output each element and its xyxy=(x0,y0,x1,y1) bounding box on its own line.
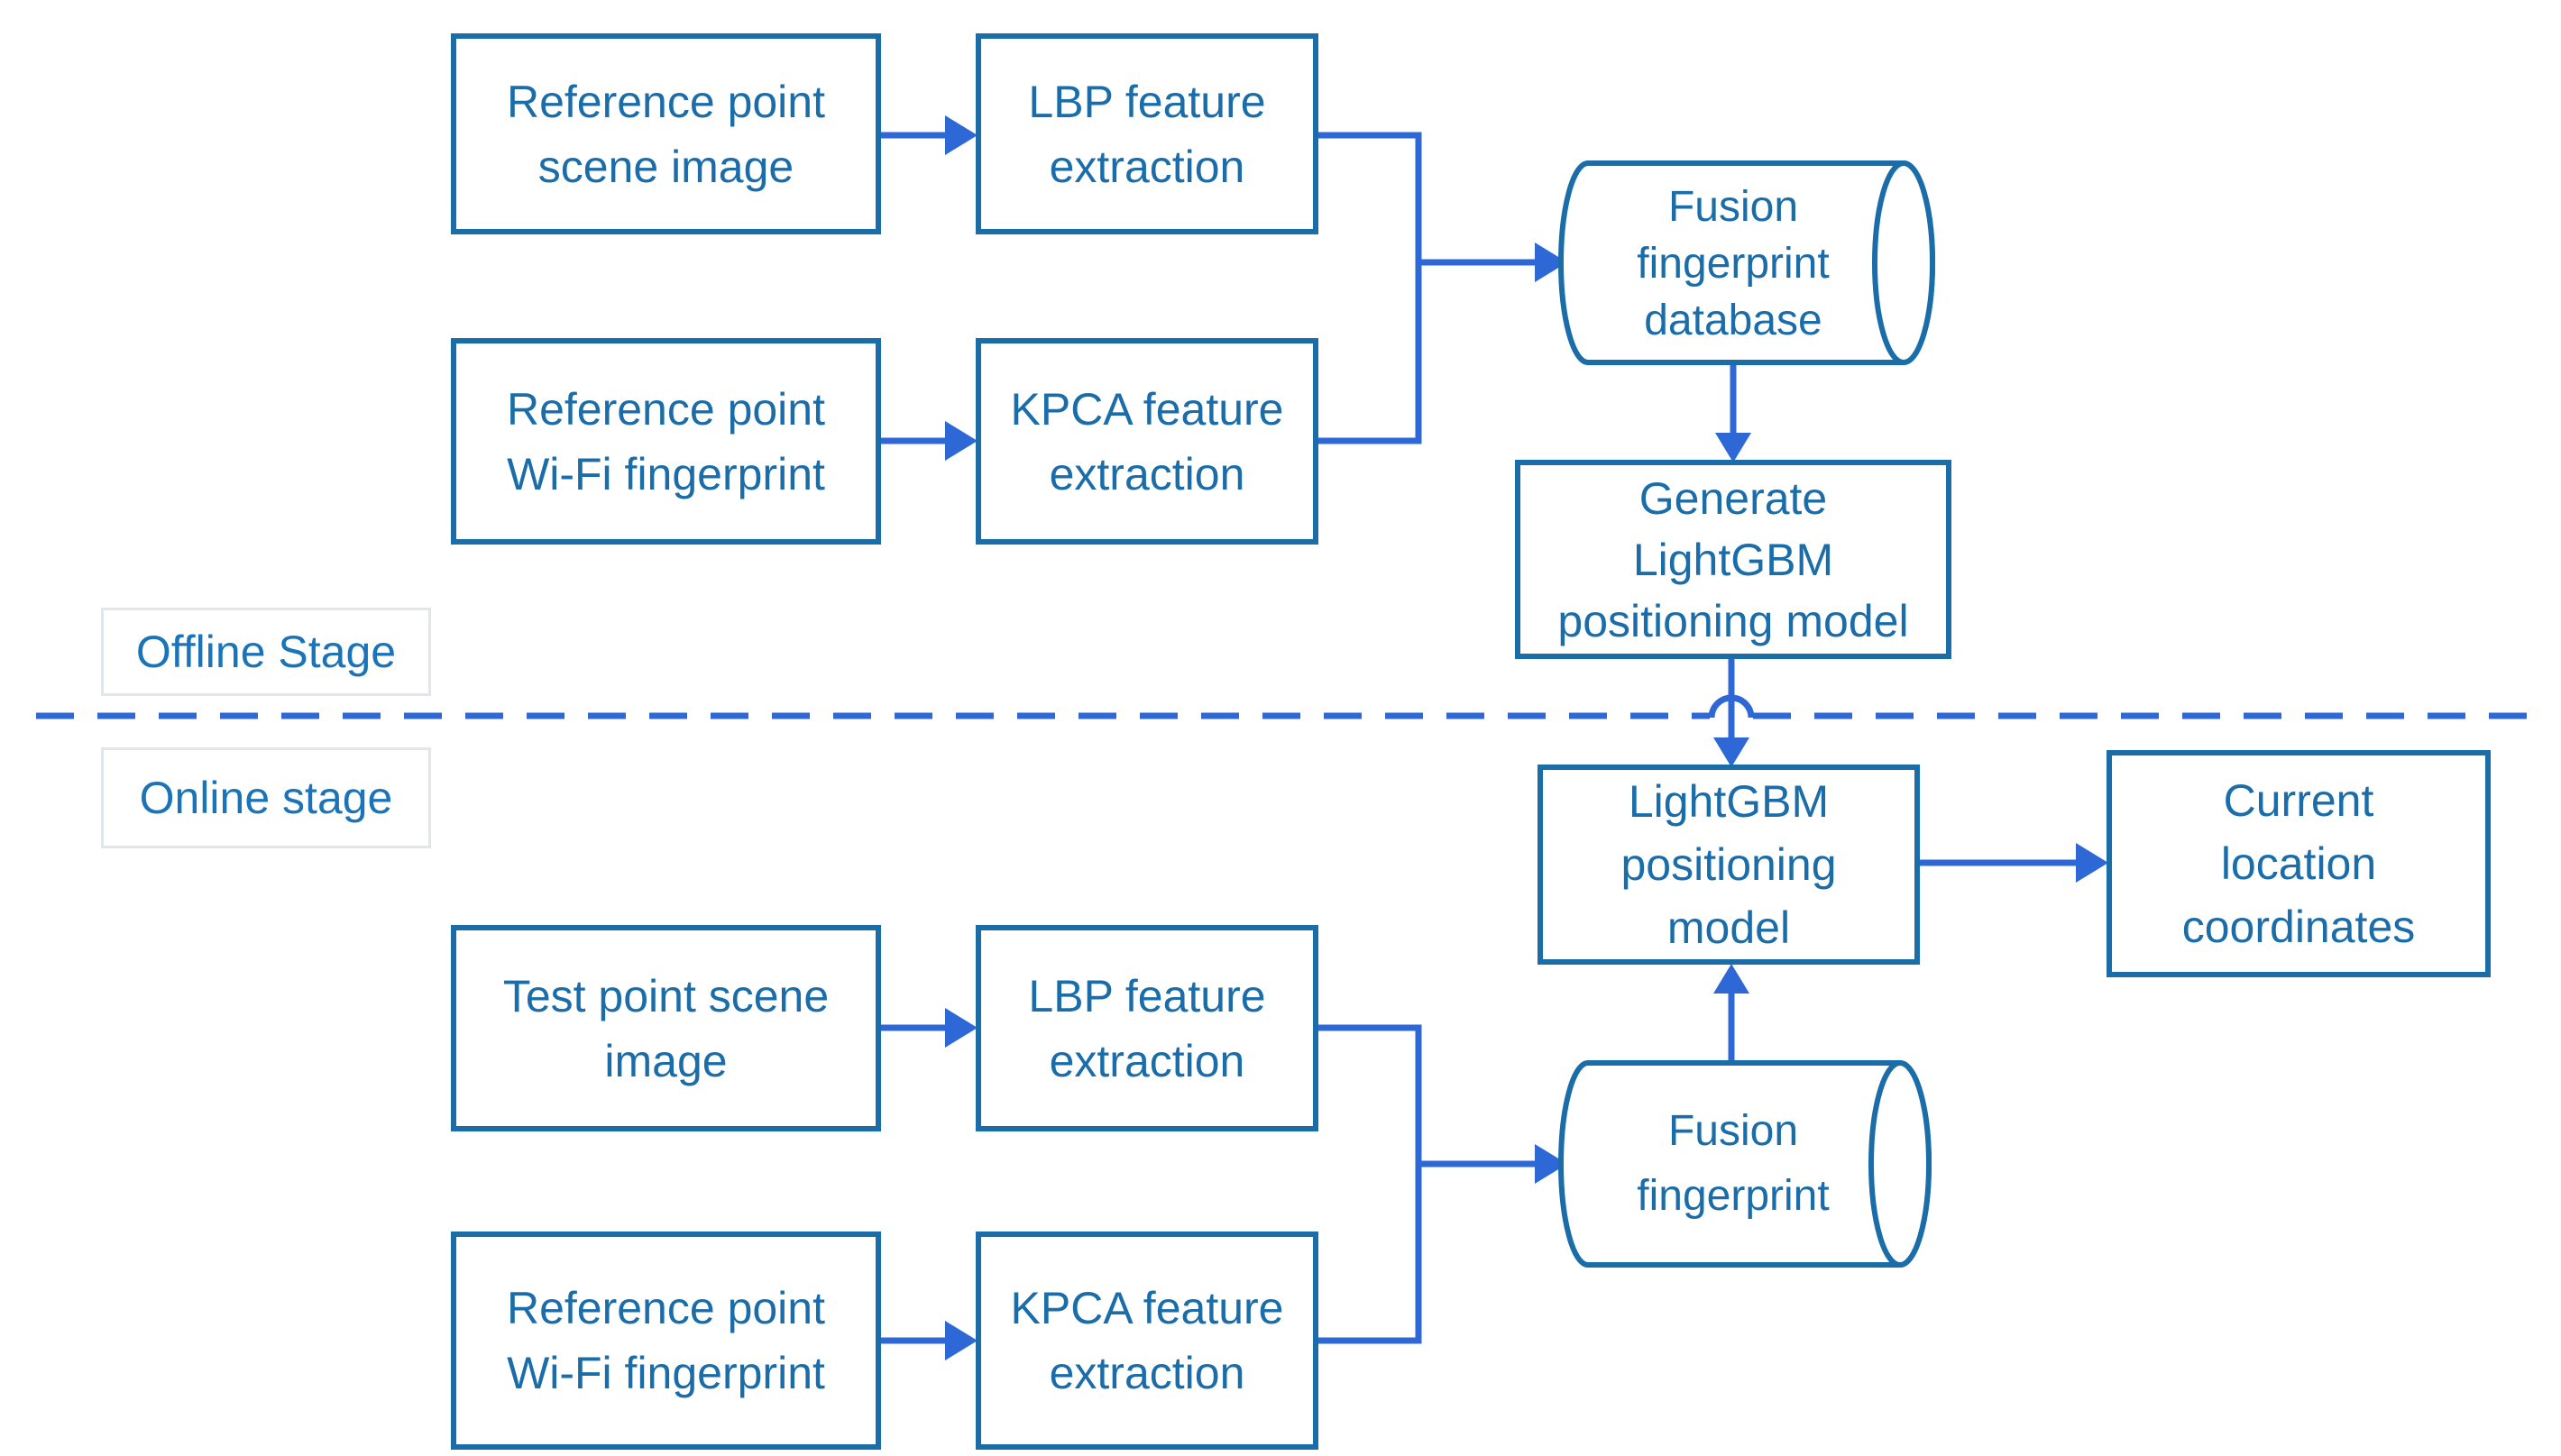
fusion-fingerprint-cylinder-cap xyxy=(1868,1060,1932,1268)
arrowhead-database-to-generate xyxy=(1715,433,1751,462)
node-test-point-scene-image: Test point scene image xyxy=(451,925,881,1131)
node-test-point-scene-image-label: Test point scene image xyxy=(502,970,830,1086)
node-lbp-extraction-offline-label: LBP feature extraction xyxy=(1028,76,1266,192)
arrowhead-fingerprint-to-model xyxy=(1713,964,1749,994)
node-reference-wifi-fingerprint-offline: Reference point Wi-Fi fingerprint xyxy=(451,338,881,545)
offline-stage-label-text: Offline Stage xyxy=(135,627,397,677)
node-generate-lightgbm-model: Generate LightGBM positioning model xyxy=(1515,460,1951,659)
node-fusion-fingerprint-label: Fusion fingerprint xyxy=(1637,1107,1830,1220)
arrowhead-generate-to-model xyxy=(1713,737,1749,767)
node-reference-wifi-fingerprint-offline-label: Reference point Wi-Fi fingerprint xyxy=(506,383,825,499)
arrowhead-model-to-coordinates xyxy=(2076,843,2108,883)
node-current-location-coordinates: Current location coordinates xyxy=(2107,750,2491,977)
dashed-line-hop-arc xyxy=(1708,694,1755,719)
node-lbp-extraction-online-label: LBP feature extraction xyxy=(1028,970,1266,1086)
online-stage-label-text: Online stage xyxy=(139,773,393,823)
node-reference-wifi-fingerprint-online: Reference point Wi-Fi fingerprint xyxy=(451,1232,881,1450)
node-lightgbm-positioning-model-label: LightGBM positioning model xyxy=(1620,776,1837,953)
node-fusion-fingerprint: Fusion fingerprint xyxy=(1584,1063,1882,1265)
merge-connector-online xyxy=(1318,1024,1422,1344)
node-kpca-extraction-offline-label: KPCA feature extraction xyxy=(1010,383,1284,499)
node-reference-wifi-fingerprint-online-label: Reference point Wi-Fi fingerprint xyxy=(506,1283,825,1398)
online-stage-label: Online stage xyxy=(101,747,431,848)
arrowhead-refwifi2-to-kpca xyxy=(945,1321,978,1360)
node-lbp-extraction-offline: LBP feature extraction xyxy=(976,33,1318,234)
node-current-location-coordinates-label: Current location coordinates xyxy=(2181,775,2416,952)
node-kpca-extraction-offline: KPCA feature extraction xyxy=(976,338,1318,545)
node-generate-lightgbm-model-label: Generate LightGBM positioning model xyxy=(1557,472,1909,646)
node-kpca-extraction-online: KPCA feature extraction xyxy=(976,1232,1318,1450)
arrowhead-merge-to-fingerprint xyxy=(1535,1144,1567,1184)
node-lightgbm-positioning-model: LightGBM positioning model xyxy=(1538,765,1920,965)
node-lbp-extraction-online: LBP feature extraction xyxy=(976,925,1318,1131)
merge-connector-offline xyxy=(1318,132,1422,444)
node-reference-scene-image: Reference point scene image xyxy=(451,33,881,234)
arrowhead-refscene-to-lbp xyxy=(945,115,978,155)
arrowhead-merge-to-database xyxy=(1535,243,1567,282)
offline-stage-label: Offline Stage xyxy=(101,608,431,696)
arrowhead-testscene-to-lbp xyxy=(945,1008,978,1048)
node-reference-scene-image-label: Reference point scene image xyxy=(506,76,825,192)
arrowhead-refwifi-to-kpca xyxy=(945,421,978,461)
node-fusion-fingerprint-database: Fusion fingerprint database xyxy=(1584,167,1882,361)
node-kpca-extraction-online-label: KPCA feature extraction xyxy=(1010,1283,1284,1398)
fusion-database-cylinder-cap xyxy=(1872,160,1935,365)
node-fusion-fingerprint-database-label: Fusion fingerprint database xyxy=(1637,183,1830,344)
